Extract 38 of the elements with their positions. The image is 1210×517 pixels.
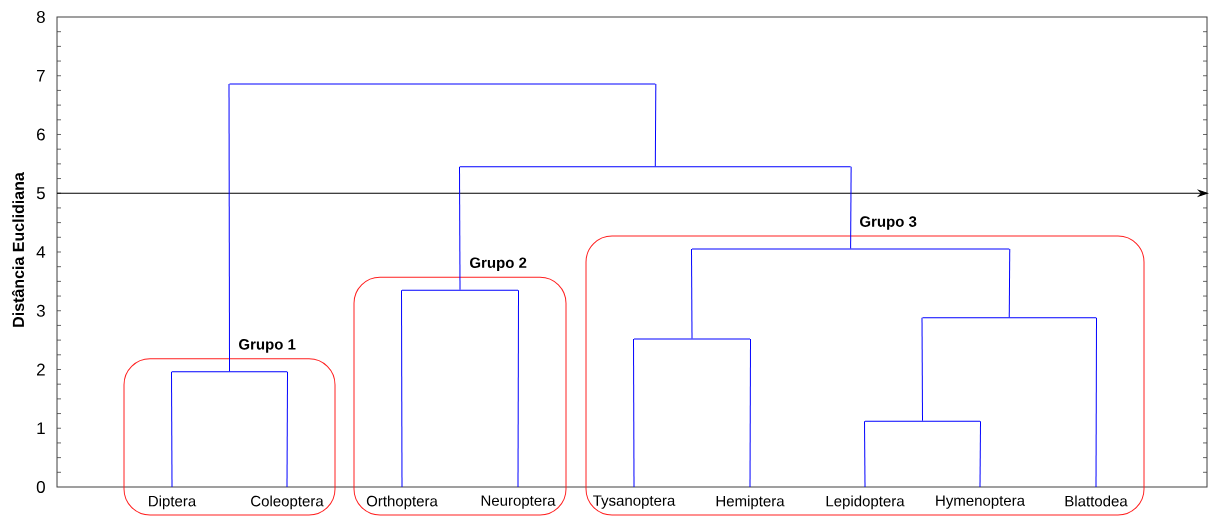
dendrogram-link [979, 420, 981, 488]
group-heading: Grupo 3 [860, 216, 917, 230]
axis-title: Distância Euclidiana [11, 172, 25, 327]
leaf-label: Coleoptera [251, 495, 324, 510]
dendrogram-link [286, 371, 288, 488]
group-heading: Grupo 1 [239, 339, 296, 353]
tick-label: 1 [37, 422, 45, 435]
leaf-label: Blattodea [1065, 495, 1128, 507]
leaf-label: Neuroptera [481, 495, 556, 509]
tick-label: 6 [37, 128, 45, 141]
leaf-label: Tysanoptera [593, 495, 676, 509]
tick-label: 3 [36, 304, 45, 317]
dendrogram-link [517, 289, 519, 488]
leaf-label: Diptera [149, 495, 197, 510]
leaf-label: Hemiptera [716, 495, 785, 510]
dendrogram-link [749, 338, 751, 488]
dendrogram-link [1008, 248, 1011, 318]
tick-label: 4 [36, 246, 46, 258]
dendrogram-link [401, 289, 403, 488]
dendrogram-link [633, 338, 635, 488]
leaf-label: Lepidoptera [826, 495, 905, 510]
tick-label: 5 [36, 187, 45, 200]
dendrogram-link [1095, 317, 1097, 488]
dendrogram-link [654, 83, 657, 167]
tick-label: 8 [36, 11, 45, 23]
dendrogram-link [171, 371, 173, 488]
group-heading: Grupo 2 [470, 257, 527, 271]
tick-label: 0 [36, 481, 45, 493]
dendrogram-link [459, 166, 461, 291]
dendrogram-link [921, 317, 923, 422]
dendrogram-link [850, 166, 852, 250]
dendrogram-link [228, 83, 230, 372]
tick-label: 7 [37, 69, 45, 82]
leaf-label: Orthoptera [366, 495, 438, 510]
tick-label: 2 [37, 363, 45, 376]
dendrogram-link [691, 248, 693, 339]
dendrogram-link [864, 420, 866, 488]
leaf-label: Hymenoptera [936, 495, 1025, 509]
